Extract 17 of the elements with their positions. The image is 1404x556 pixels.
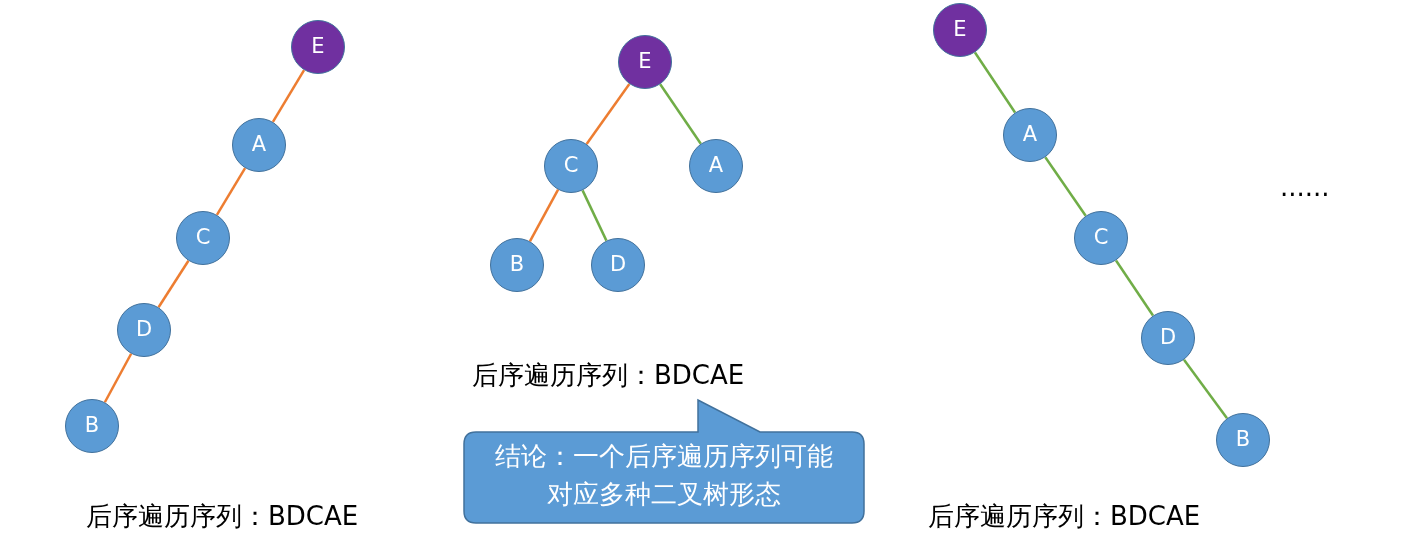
tree-edge [103,353,133,403]
sequence-label: 后序遍历序列：BDCAE [928,500,1201,533]
tree-edge [528,189,560,242]
callout-bubble: 结论：一个后序遍历序列可能对应多种二叉树形态 [462,398,866,525]
tree-edge [271,69,306,123]
tree-edge [1115,259,1154,317]
ellipsis-text: ...... [1280,171,1330,204]
sequence-label: 后序遍历序列：BDCAE [472,359,745,392]
tree-edge [659,83,702,145]
tree-edge [581,189,608,242]
tree-edge [157,260,190,308]
tree-edge [973,51,1017,114]
sequence-label: 后序遍历序列：BDCAE [86,500,359,533]
tree-edge [215,167,247,216]
tree-edge [1183,359,1228,419]
tree-edge [585,83,631,145]
tree-edge [1044,156,1087,217]
